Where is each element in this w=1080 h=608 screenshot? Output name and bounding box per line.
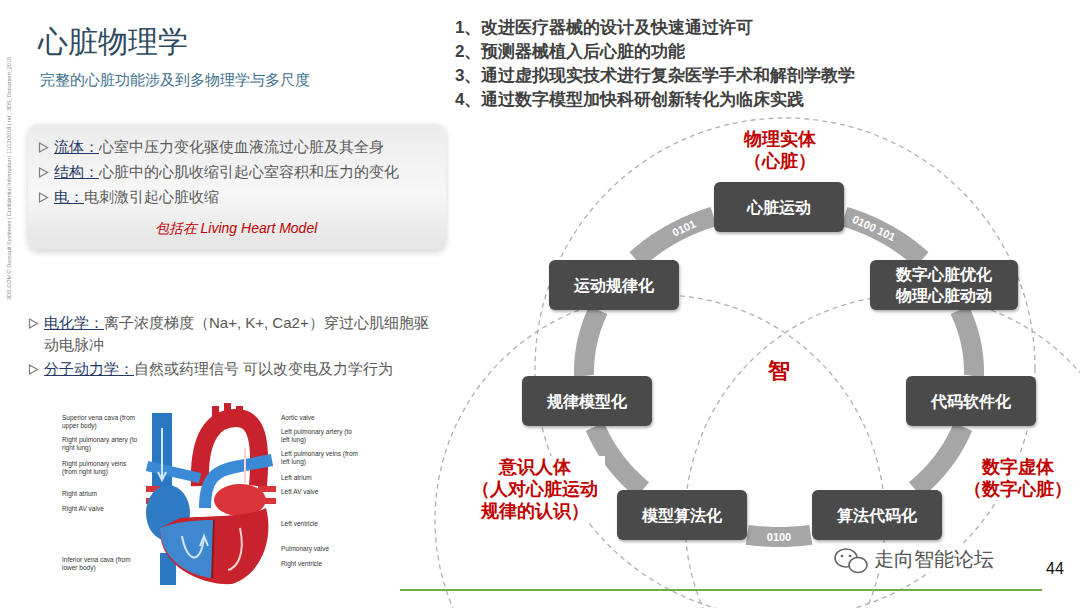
process-box: 运动规律化 [549,260,679,310]
process-box: 心脏运动 [714,182,844,232]
watermark: 走向智能论坛 [872,546,996,572]
slide-title: 心脏物理学 [38,24,188,60]
info-panel: 流体：心室中压力变化驱使血液流过心脏及其全身结构：心脏中的心肌收缩引起心室容积和… [28,124,446,250]
anatomy-label: Right pulmonary artery (to right lung) [62,436,140,452]
box-label: 数字心脏优化 物理心脏动动 [882,264,1006,306]
bullet-text: 心室中压力变化驱使血液流过心脏及其全身 [99,138,384,155]
ring-connector [584,310,598,376]
domain-label: 数字虚体 （数字心脏） [960,456,1075,500]
box-text-wrap: 心脏运动 [747,197,811,218]
bullet-triangle [28,318,39,329]
bullet-item: 电：电刺激引起心脏收缩 [38,186,434,208]
anatomy-label: Left ventricle [281,520,361,528]
box-label: 规律模型化 [547,391,627,412]
domain-label: 意识人体 （人对心脏运动 规律的认识） [465,456,605,522]
center-glyph: 智 [768,358,790,384]
bullet-item: 结构：心脏中的心肌收缩引起心室容积和压力的变化 [38,161,434,183]
binary-label: 0100 [764,530,794,544]
binary-label: 0101 [667,215,701,241]
venn-circles [435,118,1080,608]
anatomy-label: Right AV valve [62,505,140,513]
ring-connector [915,427,963,490]
anatomy-label: Left AV valve [281,488,361,496]
bullet-triangle [28,364,39,375]
anatomy-label: Left atrium [281,474,361,482]
goal-item: 2、预测器械植入后心脏的功能 [453,40,687,64]
bullet-item: 电化学：离子浓度梯度（Na+, K+, Ca2+）穿过心肌细胞驱动电脉冲 [28,312,440,356]
anatomy-label: Left pulmonary veins (from left lung) [281,450,361,466]
bullet-text: 电刺激引起心脏收缩 [84,188,219,205]
box-text-wrap: 运动规律化 [574,275,654,296]
domain-label: 物理实体 （心脏） [725,128,835,172]
bullet-term: 分子动力学： [44,360,134,377]
box-label: 算法代码化 [837,505,917,526]
goal-item: 1、改进医疗器械的设计及快速通过许可 [453,16,755,40]
goal-item: 4、通过数字模型加快科研创新转化为临床实践 [453,88,806,112]
copyright-note: 3DS.COM © Dassault Systèmes | Confidenti… [6,57,13,300]
bullet-item: 分子动力学：自然或药理信号 可以改变电及力学行为 [28,358,440,380]
anatomy-label: Superior vena cava (from upper body) [62,414,140,430]
anatomy-label: Left pulmonary artery (to left lung) [281,428,361,444]
box-label: 运动规律化 [574,275,654,296]
box-label: 模型算法化 [642,505,722,526]
anatomy-label: Right atrium [62,490,140,498]
bullet-triangle [38,167,49,178]
bullet-triangle [38,142,49,153]
box-label: 代码软件化 [931,391,1011,412]
bullet-term: 电： [54,188,84,205]
process-box: 模型算法化 [617,490,747,540]
bullet-term: 流体： [54,138,99,155]
box-text-wrap: 算法代码化 [837,505,917,526]
panel-note: 包括在 Living Heart Model [38,218,434,238]
bullet-text: 自然或药理信号 可以改变电及力学行为 [134,360,393,377]
box-label: 心脏运动 [747,197,811,218]
page-number: 44 [1045,559,1065,579]
footer-rule [400,589,1042,591]
anatomy-label: Pulmonary valve [281,545,361,553]
process-box: 算法代码化 [812,490,942,540]
box-text-wrap: 数字心脏优化 物理心脏动动 [882,264,1006,306]
anatomy-label: Right pulmonary veins (from right lung) [62,460,140,476]
process-box: 数字心脏优化 物理心脏动动 [870,260,1018,310]
box-text-wrap: 规律模型化 [547,391,627,412]
anatomy-label: Inferior vena cava (from lower body) [62,556,140,572]
box-text-wrap: 代码软件化 [931,391,1011,412]
bullet-term: 电化学： [44,314,104,331]
bullet-term: 结构： [54,163,99,180]
anatomy-label: Right ventricle [281,560,361,568]
subtitle: 完整的心脏功能涉及到多物理学与多尺度 [40,70,310,90]
bullet-item: 流体：心室中压力变化驱使血液流过心脏及其全身 [38,136,434,158]
box-text-wrap: 模型算法化 [642,505,722,526]
process-box: 规律模型化 [522,376,652,426]
goal-item: 3、通过虚拟现实技术进行复杂医学手术和解剖学教学 [453,64,857,88]
anatomy-label: Aortic valve [281,414,361,422]
process-box: 代码软件化 [906,376,1036,426]
binary-label: 0100 101 [848,211,901,246]
wechat-icon [835,549,867,573]
ring-connector [960,310,974,376]
bullet-text: 心脏中的心肌收缩引起心室容积和压力的变化 [99,163,399,180]
heart-illustration [146,403,276,585]
bullet-triangle [38,192,49,203]
